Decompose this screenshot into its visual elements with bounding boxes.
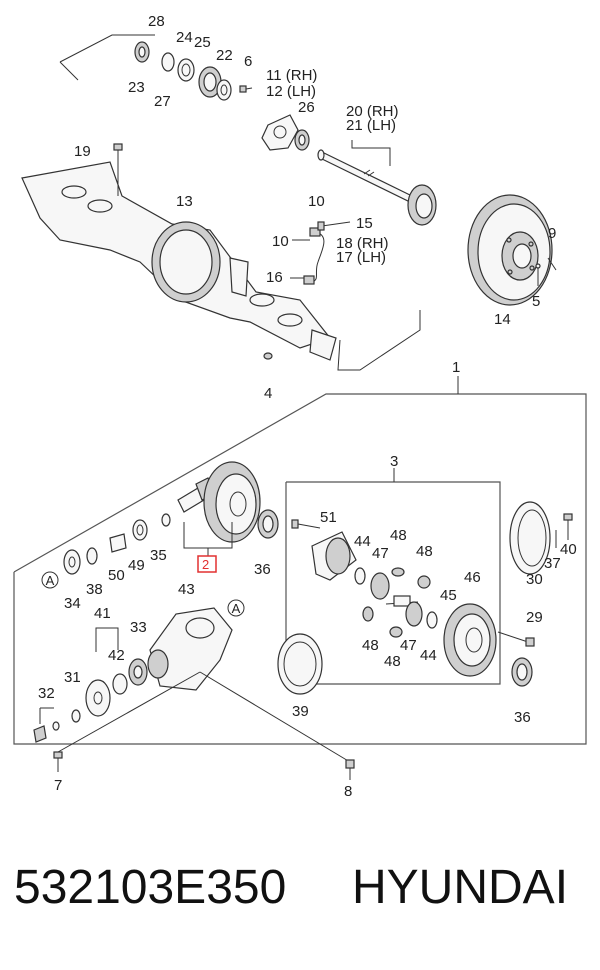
brake-hose bbox=[290, 221, 351, 285]
housing-gasket bbox=[277, 633, 323, 695]
carrier-housing bbox=[57, 607, 351, 763]
callout-48-b: 48 bbox=[416, 543, 433, 560]
bearing-parts-top bbox=[134, 41, 253, 101]
callout-11-rh: 11 (RH) bbox=[266, 67, 317, 84]
callout-labels: 28 24 25 22 6 23 27 11 (RH) 12 (LH) 26 2… bbox=[38, 13, 577, 800]
reference-marker-a-right: A bbox=[227, 599, 245, 617]
upper-assembly-outline bbox=[59, 34, 421, 371]
callout-1: 1 bbox=[452, 359, 460, 376]
callout-5: 5 bbox=[532, 293, 540, 310]
callout-39: 39 bbox=[292, 703, 309, 720]
callout-29: 29 bbox=[526, 609, 543, 626]
companion-flange-seals bbox=[33, 627, 148, 743]
callout-34: 34 bbox=[64, 595, 81, 612]
callout-44-upper: 44 bbox=[354, 533, 371, 550]
callout-38: 38 bbox=[86, 581, 103, 598]
callout-33: 33 bbox=[130, 619, 147, 636]
callout-2: 2 bbox=[202, 557, 209, 572]
callout-28: 28 bbox=[148, 13, 165, 30]
callout-48-c: 48 bbox=[362, 637, 379, 654]
side-bearing-left bbox=[257, 509, 279, 539]
differential-case-half bbox=[443, 603, 535, 677]
callout-26: 26 bbox=[298, 99, 315, 116]
callout-43: 43 bbox=[178, 581, 195, 598]
exploded-parts-diagram: A A 28 24 25 22 6 23 27 11 (RH) 12 (LH) … bbox=[13, 13, 587, 800]
callout-3: 3 bbox=[390, 453, 398, 470]
side-bearing-right bbox=[511, 657, 533, 687]
cover-gasket bbox=[509, 501, 573, 575]
callout-20-rh: 20 (RH) bbox=[346, 103, 399, 120]
callout-50: 50 bbox=[108, 567, 125, 584]
callout-46: 46 bbox=[464, 569, 481, 586]
callout-8: 8 bbox=[344, 783, 352, 800]
callout-25: 25 bbox=[194, 34, 211, 51]
bolts bbox=[53, 751, 355, 780]
axle-shaft bbox=[317, 140, 437, 226]
callout-49: 49 bbox=[128, 557, 145, 574]
callout-19: 19 bbox=[74, 143, 91, 160]
callout-48-d: 48 bbox=[384, 653, 401, 670]
callout-10-lower: 10 bbox=[272, 233, 289, 250]
callout-30: 30 bbox=[526, 571, 543, 588]
callout-12-lh: 12 (LH) bbox=[266, 83, 316, 100]
callout-17-lh: 17 (LH) bbox=[336, 249, 386, 266]
callout-16: 16 bbox=[266, 269, 283, 286]
callout-36-left: 36 bbox=[254, 561, 271, 578]
callout-32: 32 bbox=[38, 685, 55, 702]
callout-14: 14 bbox=[494, 311, 511, 328]
callout-35: 35 bbox=[150, 547, 167, 564]
callout-48-a: 48 bbox=[390, 527, 407, 544]
callout-40: 40 bbox=[560, 541, 577, 558]
callout-47-upper: 47 bbox=[372, 545, 389, 562]
callout-9: 9 bbox=[548, 225, 556, 242]
brake-disc bbox=[467, 194, 557, 306]
differential-internals bbox=[291, 519, 438, 638]
brand-name: HYUNDAI bbox=[352, 861, 569, 914]
callout-47-lower: 47 bbox=[400, 637, 417, 654]
axle-housing bbox=[21, 143, 337, 361]
differential-case-outline bbox=[285, 468, 501, 685]
callout-6: 6 bbox=[244, 53, 252, 70]
callout-24: 24 bbox=[176, 29, 193, 46]
callout-15: 15 bbox=[356, 215, 373, 232]
callout-31: 31 bbox=[64, 669, 81, 686]
callout-4: 4 bbox=[264, 385, 272, 402]
pinion-bearings bbox=[63, 513, 171, 575]
carrier-assembly-outline bbox=[13, 376, 587, 745]
callout-27: 27 bbox=[154, 93, 171, 110]
callout-22: 22 bbox=[216, 47, 233, 64]
callout-13: 13 bbox=[176, 193, 193, 210]
callout-42: 42 bbox=[108, 647, 125, 664]
callout-A-left: A bbox=[46, 573, 55, 588]
callout-18-rh: 18 (RH) bbox=[336, 235, 389, 252]
highlight-box-item-2 bbox=[197, 555, 217, 573]
callout-41: 41 bbox=[94, 605, 111, 622]
callout-44-lower: 44 bbox=[420, 647, 437, 664]
knuckle-bracket bbox=[261, 114, 310, 151]
callout-36-right: 36 bbox=[514, 709, 531, 726]
ring-pinion-gear-set bbox=[177, 461, 261, 556]
callout-10-upper: 10 bbox=[308, 193, 325, 210]
reference-marker-a-left: A bbox=[41, 571, 59, 589]
callout-37: 37 bbox=[544, 555, 561, 572]
footer: 532103E350 HYUNDAI bbox=[0, 860, 600, 940]
callout-45: 45 bbox=[440, 587, 457, 604]
callout-51: 51 bbox=[320, 509, 337, 526]
callout-23: 23 bbox=[128, 79, 145, 96]
callout-A-right: A bbox=[232, 601, 241, 616]
callout-21-lh: 21 (LH) bbox=[346, 117, 396, 134]
part-number: 532103E350 bbox=[14, 861, 287, 914]
callout-7: 7 bbox=[54, 777, 62, 794]
